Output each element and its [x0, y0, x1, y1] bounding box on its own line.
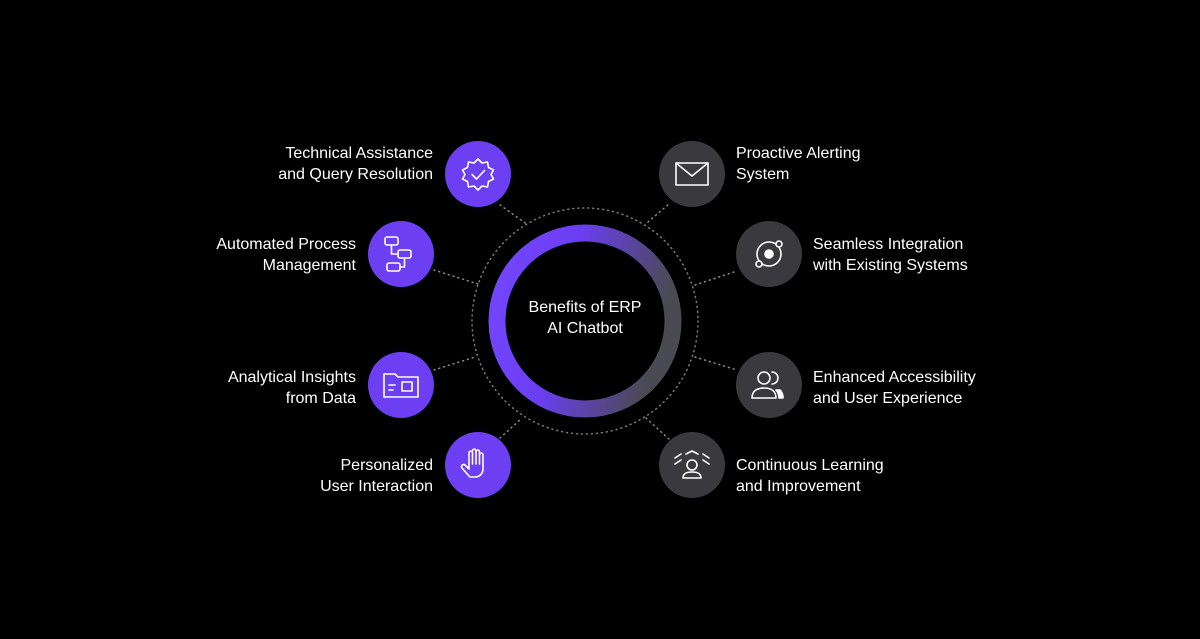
folder-icon — [383, 373, 419, 398]
automated-process-label: Automated Process Management — [216, 234, 356, 276]
technical-assistance-node — [445, 141, 511, 207]
seamless-integration-node — [736, 221, 802, 287]
hand-icon — [460, 448, 484, 478]
connector-automated-process — [433, 269, 479, 285]
continuous-learning-label: Continuous Learning and Improvement — [736, 455, 884, 497]
seamless-integration-label: Seamless Integration with Existing Syste… — [813, 234, 968, 276]
proactive-alerting-line1: Proactive Alerting — [736, 145, 861, 162]
automated-process-node — [368, 221, 434, 287]
connector-continuous-learning — [645, 417, 671, 441]
connector-lines — [433, 202, 738, 441]
personalized-interaction-label: Personalized User Interaction — [320, 455, 433, 497]
personalized-interaction-node — [445, 432, 511, 498]
connector-personalized-interaction — [499, 417, 523, 439]
continuous-learning-line2: and Improvement — [736, 478, 861, 495]
automated-process-line2: Management — [262, 257, 356, 274]
connector-enhanced-accessibility — [694, 356, 738, 371]
users-icon — [751, 371, 784, 399]
analytical-insights-line1: Analytical Insights — [227, 369, 356, 386]
analytical-insights-label: Analytical Insights from Data — [228, 367, 356, 409]
technical-assistance-line1: Technical Assistance — [285, 145, 433, 162]
continuous-learning-node — [659, 432, 725, 498]
connector-seamless-integration — [694, 270, 738, 286]
enhanced-accessibility-line2: and User Experience — [813, 390, 963, 407]
badge-check-icon — [461, 158, 495, 191]
analytical-insights-node — [368, 352, 434, 418]
personalized-interaction-line1: Personalized — [340, 457, 434, 474]
continuous-learning-line1: Continuous Learning — [736, 457, 884, 474]
envelope-icon — [675, 162, 709, 186]
proactive-alerting-line2: System — [736, 166, 790, 183]
flowchart-icon — [384, 236, 412, 272]
connector-analytical-insights — [433, 356, 476, 371]
technical-assistance-label: Technical Assistance and Query Resolutio… — [278, 143, 433, 185]
connector-proactive-alerting — [647, 202, 671, 223]
center-title: Benefits of ERP AI Chatbot — [500, 297, 670, 339]
seamless-integration-line1: Seamless Integration — [813, 236, 964, 253]
center-ring — [488, 224, 682, 418]
seamless-integration-line2: with Existing Systems — [813, 257, 968, 274]
learning-icon — [674, 450, 710, 479]
outer-dotted-circle — [471, 207, 699, 435]
analytical-insights-line2: from Data — [285, 390, 356, 407]
enhanced-accessibility-line1: Enhanced Accessibility — [813, 369, 976, 386]
center-title-line2: AI Chatbot — [547, 320, 623, 337]
enhanced-accessibility-node — [736, 352, 802, 418]
center-title-line1: Benefits of ERP — [528, 299, 642, 316]
enhanced-accessibility-label: Enhanced Accessibility and User Experien… — [813, 367, 976, 409]
proactive-alerting-node — [659, 141, 725, 207]
automated-process-line1: Automated Process — [216, 236, 356, 253]
integration-icon — [755, 240, 783, 268]
technical-assistance-line2: and Query Resolution — [278, 166, 433, 183]
proactive-alerting-label: Proactive Alerting System — [736, 143, 861, 185]
personalized-interaction-line2: User Interaction — [320, 478, 433, 495]
connector-technical-assistance — [499, 204, 529, 226]
